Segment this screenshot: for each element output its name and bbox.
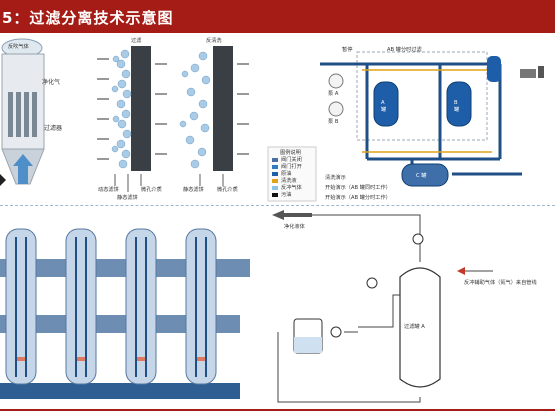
tank-b-label: B 罐 (454, 100, 460, 113)
legend-item: 原油 (281, 171, 292, 177)
panel-ab-tank-process: 暂停 AB 罐分时过滤 A 罐 B 罐 C 罐 泵 A 泵 B 图例说明 阀门关… (262, 34, 555, 204)
pause-button[interactable]: 暂停 (342, 47, 353, 53)
backwash-header: 反清洗 (206, 38, 222, 44)
static-cake-label-2: 静态滤饼 (183, 187, 204, 193)
tank-c-label: C 罐 (416, 173, 427, 179)
panel-filter-vessel: 反吹气体 净化气 过滤器 (0, 34, 95, 204)
legend-item: 阀门打开 (281, 164, 302, 170)
page-title: 5：过滤分离技术示意图 (2, 9, 174, 27)
micro-media-label-2: 微孔介质 (217, 187, 238, 193)
panel-filter-tank-a: 净化液体 反冲辅助气体（氮气）来自管线 过滤罐 A (258, 207, 555, 409)
footer-rule (0, 409, 555, 411)
divider (0, 205, 555, 206)
demo-timeshare-button[interactable]: 开始演示（AB 罐分时工作） (325, 195, 391, 201)
pump-a-label: 泵 A (328, 91, 339, 97)
backwash-gas-label: 反吹气体 (8, 44, 29, 50)
purified-liquid-label: 净化液体 (284, 224, 305, 230)
filter-tank-graphic (258, 207, 555, 409)
filter-vessel-graphic (0, 34, 95, 204)
legend-item: 反冲气体 (281, 185, 302, 191)
micro-media-label: 微孔介质 (141, 187, 162, 193)
legend-item: 污油 (281, 192, 292, 198)
legend-item: 清洗液 (281, 178, 297, 184)
candle-array-graphic (0, 207, 255, 409)
panel-candle-array (0, 207, 255, 409)
tank-a-label: A 罐 (381, 100, 387, 113)
demo-simultaneous-button[interactable]: 开始演示（AB 罐同时工作） (325, 185, 391, 191)
clean-gas-label: 净化气 (42, 79, 61, 86)
title-bar: 5：过滤分离技术示意图 (0, 0, 555, 33)
filter-label: 过滤器 (44, 125, 63, 132)
demo-wash-button[interactable]: 清洗演示 (325, 175, 346, 181)
filter-tank-a-label: 过滤罐 A (404, 324, 425, 330)
backwash-gas-source-label: 反冲辅助气体（氮气）来自管线 (464, 280, 537, 286)
filter-header: 过滤 (131, 38, 142, 44)
ab-title: AB 罐分时过滤 (387, 47, 422, 53)
pump-b-label: 泵 B (328, 119, 339, 125)
legend-title: 图例说明 (280, 150, 301, 156)
legend-item: 阀门关闭 (281, 157, 302, 163)
dynamic-cake-label: 动态滤饼 (98, 187, 119, 193)
static-cake-label: 静态滤饼 (117, 195, 138, 201)
panel-cake-filtration: 过滤 反清洗 动态滤饼 微孔介质 静态滤饼 微孔介质 静态滤饼 (95, 34, 255, 204)
cake-filtration-graphic (95, 34, 255, 204)
ab-tank-graphic (262, 34, 555, 204)
